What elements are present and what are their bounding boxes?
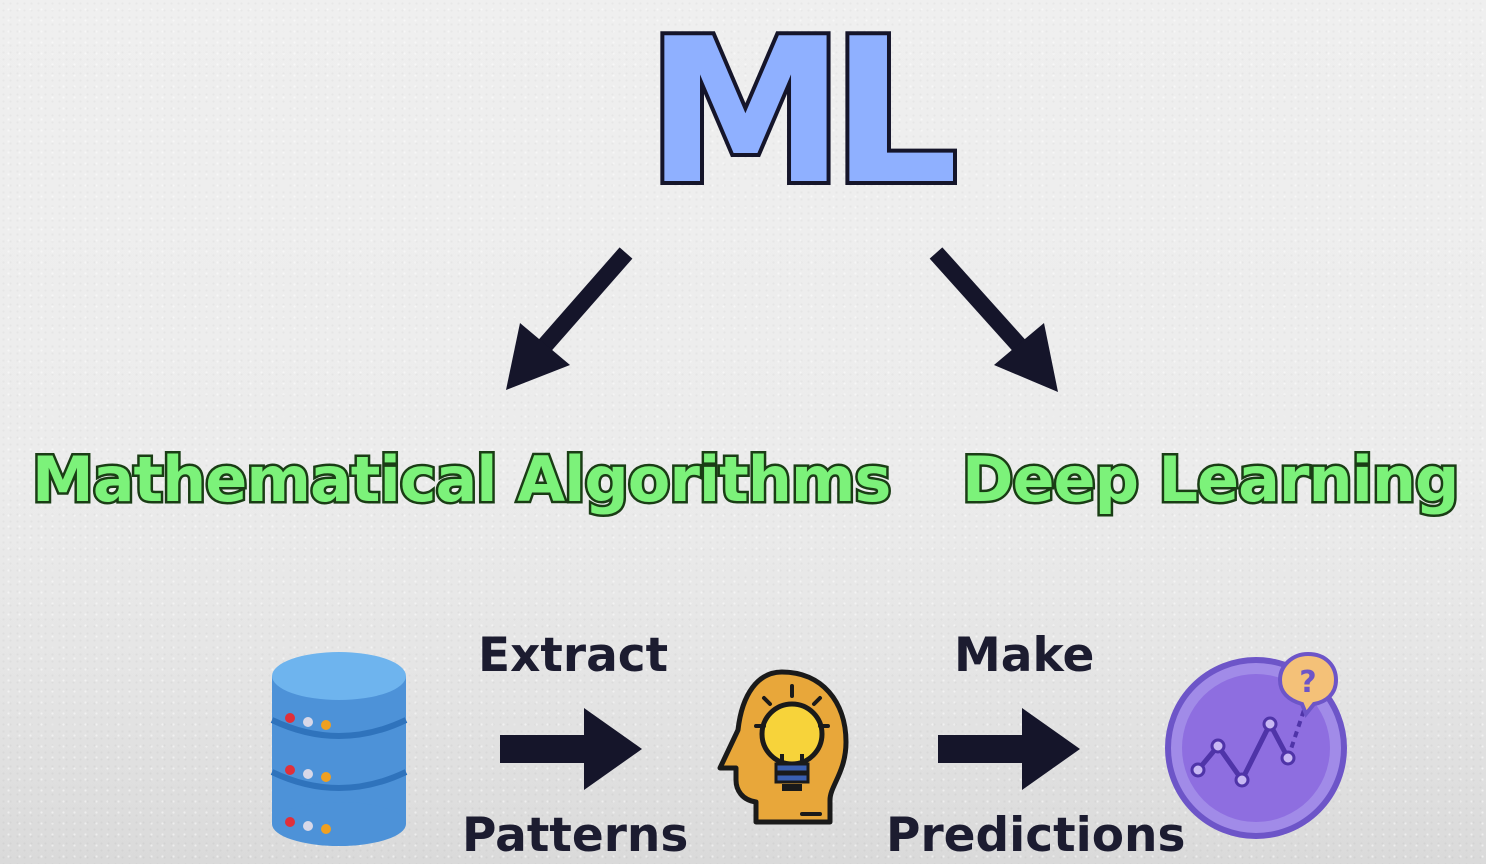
branch-mathematical-algorithms: Mathematical Algorithms [29, 441, 893, 518]
branch-deep-learning: Deep Learning [959, 441, 1461, 518]
arrow-right-extract [500, 708, 642, 790]
arrow-down-left [506, 247, 633, 390]
question-mark: ? [1299, 665, 1316, 700]
database-icon [270, 652, 408, 846]
arrow-down-right [929, 247, 1058, 392]
arrow-right-make [938, 708, 1080, 790]
question-bubble: ? [1277, 651, 1339, 718]
prediction-chart-icon: ? [1165, 651, 1347, 839]
label-extract: Extract [478, 628, 669, 683]
label-predictions: Predictions [886, 808, 1186, 863]
head-lightbulb-icon [717, 669, 849, 825]
label-make: Make [954, 628, 1095, 683]
ml-title: ML [642, 0, 962, 229]
label-patterns: Patterns [462, 808, 689, 863]
